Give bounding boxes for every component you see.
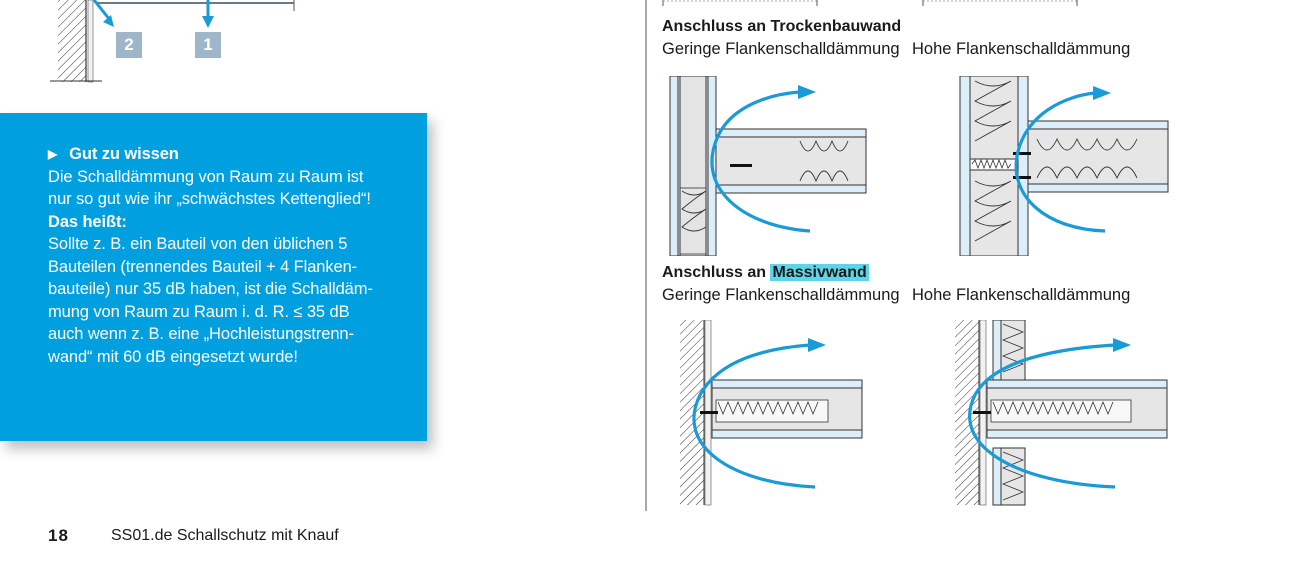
diagram-drywall-low-insulation: [669, 76, 867, 256]
wall-section-diagram-fragment: [50, 0, 295, 83]
section-title-massivwand: Anschluss an Massivwand: [662, 264, 869, 282]
caption-low-flank-insulation: Geringe Flankenschalldämmung: [662, 286, 900, 304]
sound-path-arrow: [692, 343, 816, 489]
arrow-head-icon: [798, 85, 816, 99]
caption-high-flank-insulation: Hohe Flankenschalldämmung: [912, 40, 1131, 58]
footer-title: SS01.de Schallschutz mit Knauf: [111, 527, 339, 544]
diagram-masonry-high-insulation: [955, 320, 1168, 506]
previous-diagram-edges: [662, 0, 1078, 6]
section-title-highlighted: Massivwand: [770, 264, 869, 281]
info-box-heading-text: Gut zu wissen: [69, 145, 179, 163]
marker-2: 2: [116, 32, 142, 58]
info-box-body-line: Sollte z. B. ein Bauteil von den übliche…: [48, 235, 348, 253]
section-title-trockenbauwand: Anschluss an Trockenbauwand: [662, 18, 901, 36]
arrow-head-icon: [1113, 338, 1131, 352]
info-box-subheading: Das heißt:: [48, 212, 127, 231]
page-number: 18: [48, 526, 69, 545]
section-title-prefix: Anschluss an: [662, 264, 771, 281]
sound-path-arrow: [1014, 91, 1106, 233]
diagram-drywall-high-insulation: [959, 76, 1169, 256]
section-title-prefix: Anschluss an: [662, 18, 771, 35]
sound-path-arrow: [710, 90, 811, 233]
diagram-masonry-low-insulation: [680, 320, 863, 506]
info-box-heading: ▶ Gut zu wissen: [48, 143, 408, 166]
info-box-body-line: bauteile) nur 35 dB haben, ist die Schal…: [48, 280, 373, 298]
info-box-line: nur so gut wie ihr „schwächstes Kettengl…: [48, 190, 371, 208]
info-box-body-line: mung von Raum zu Raum i. d. R. ≤ 35 dB: [48, 302, 350, 321]
marker-1: 1: [195, 32, 221, 58]
arrow-2-head: [103, 15, 114, 27]
info-box-body-line: Bauteilen (trennendes Bauteil + 4 Flanke…: [48, 257, 358, 276]
arrow-head-icon: [1093, 86, 1111, 100]
arrow-1-head: [202, 16, 214, 28]
column-divider: [645, 0, 647, 511]
info-box-body-line: wand“ mit 60 dB eingesetzt wurde!: [48, 347, 298, 366]
sound-path-arrow: [968, 343, 1116, 489]
arrow-head-icon: [808, 338, 826, 352]
info-box: ▶ Gut zu wissen Die Schalldämmung von Ra…: [0, 113, 427, 441]
triangle-right-icon: ▶: [48, 147, 58, 161]
info-box-body-line: auch wenn z. B. eine „Hochleistungstrenn…: [48, 325, 354, 343]
caption-high-flank-insulation: Hohe Flankenschalldämmung: [912, 286, 1131, 304]
caption-low-flank-insulation: Geringe Flankenschalldämmung: [662, 40, 900, 58]
info-box-line: Die Schalldämmung von Raum zu Raum ist: [48, 167, 364, 186]
arrow-2: [92, 0, 112, 21]
section-title-main: Trockenbauwand: [770, 18, 902, 35]
